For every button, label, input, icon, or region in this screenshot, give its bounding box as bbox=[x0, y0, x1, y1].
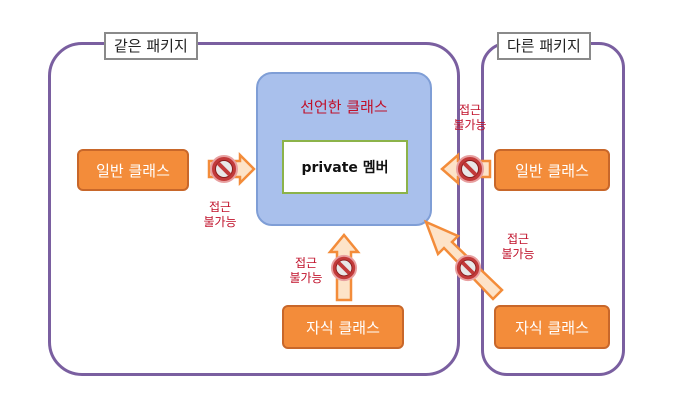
other-package-label: 다른 패키지 bbox=[497, 32, 591, 60]
no-access-note-left: 접근 불가능 bbox=[196, 200, 244, 230]
declaring-class-box: 선언한 클래스 private 멤버 bbox=[256, 72, 432, 226]
no-access-note-other-general: 접근 불가능 bbox=[446, 103, 494, 133]
no-entry-icon bbox=[455, 154, 485, 184]
no-access-note-child: 접근 불가능 bbox=[282, 256, 330, 286]
note-line2: 불가능 bbox=[203, 215, 237, 229]
note-line1: 접근 bbox=[294, 256, 318, 270]
private-member-box: private 멤버 bbox=[282, 140, 408, 194]
no-entry-icon bbox=[454, 254, 482, 282]
note-line1: 접근 bbox=[458, 103, 482, 117]
same-package-general-class: 일반 클래스 bbox=[77, 149, 189, 191]
other-package-child-class: 자식 클래스 bbox=[494, 305, 610, 349]
declaring-class-title: 선언한 클래스 bbox=[300, 98, 388, 116]
note-line2: 불가능 bbox=[453, 118, 487, 132]
no-entry-icon bbox=[209, 154, 239, 184]
note-line2: 불가능 bbox=[501, 247, 535, 261]
note-line1: 접근 bbox=[506, 232, 530, 246]
note-line1: 접근 bbox=[208, 200, 232, 214]
note-line2: 불가능 bbox=[289, 271, 323, 285]
no-entry-icon bbox=[330, 254, 358, 282]
other-package-general-class: 일반 클래스 bbox=[494, 149, 610, 191]
no-access-note-other-child: 접근 불가능 bbox=[494, 232, 542, 262]
same-package-child-class: 자식 클래스 bbox=[282, 305, 404, 349]
same-package-label: 같은 패키지 bbox=[104, 32, 198, 60]
